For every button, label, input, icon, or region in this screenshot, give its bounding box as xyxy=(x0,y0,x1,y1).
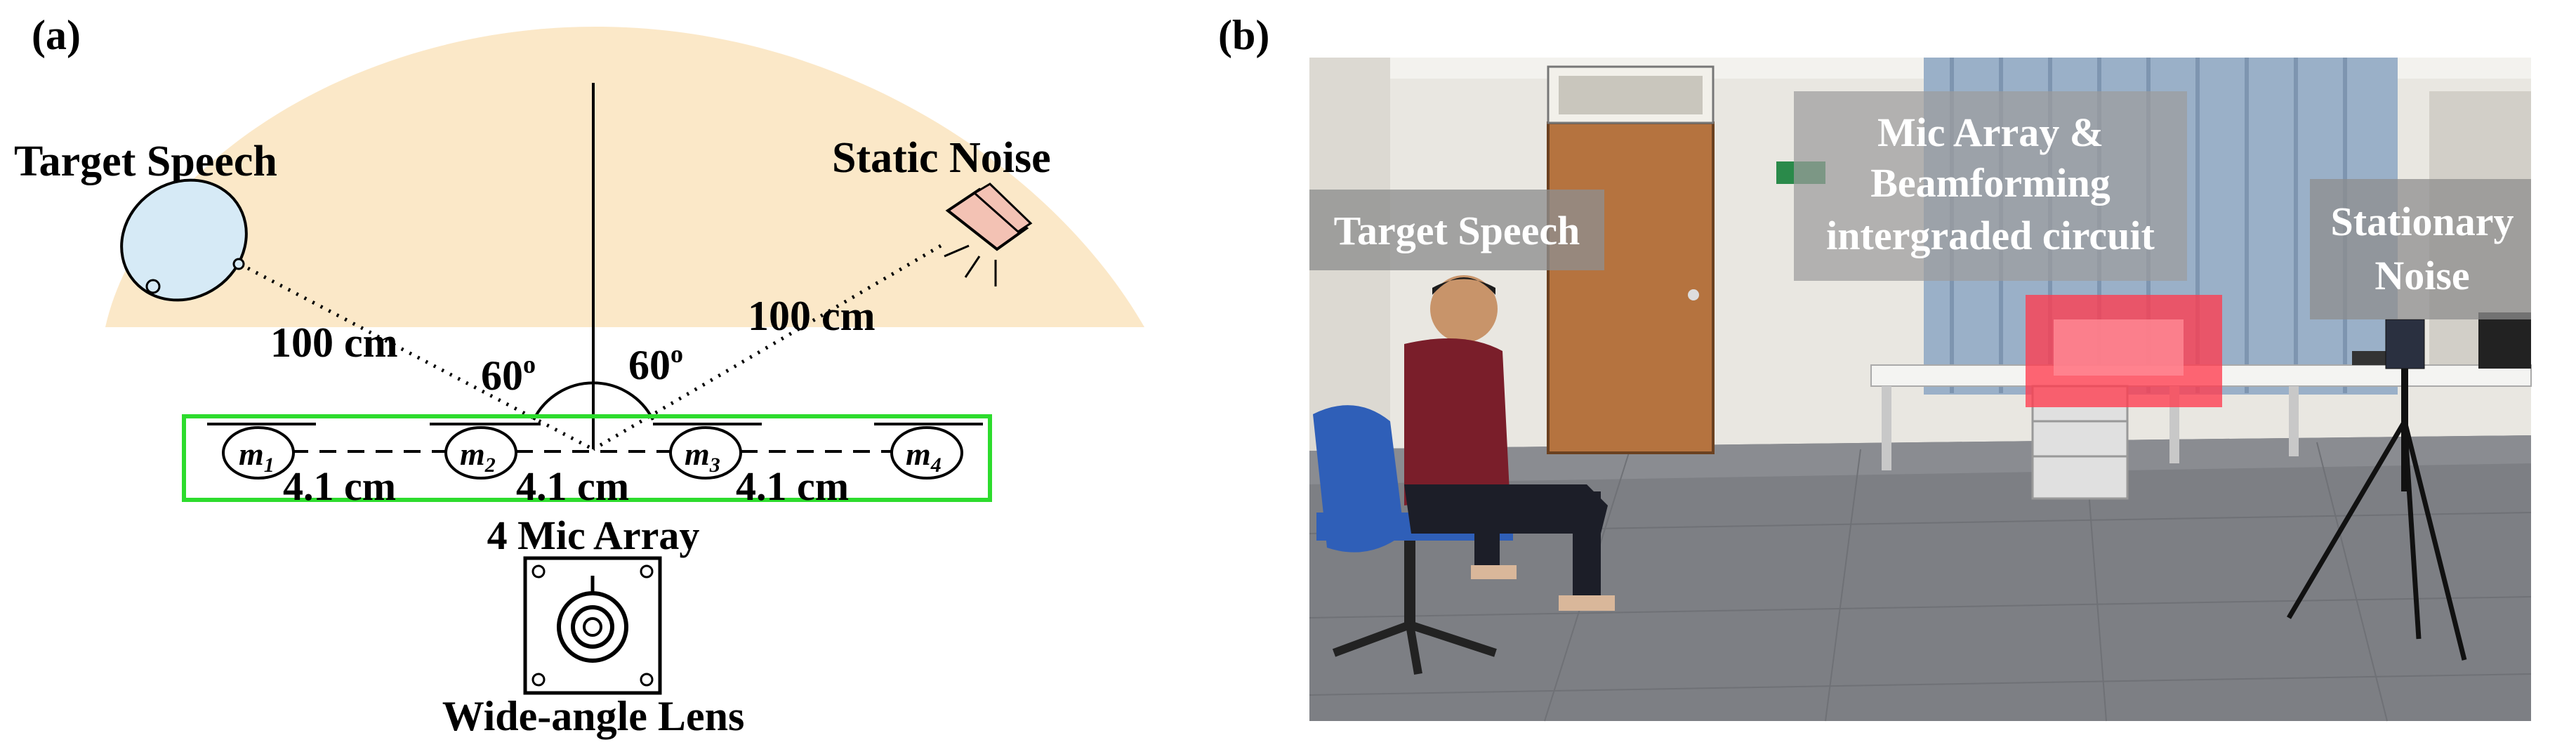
mic-2: m2 xyxy=(430,423,541,480)
mic-2-label: m2 xyxy=(460,436,496,477)
panel-a-label: (a) xyxy=(32,12,81,58)
mic-4-label: m4 xyxy=(906,436,942,477)
speaker-head-icon xyxy=(120,178,248,302)
spacing-1-label: 4.1 cm xyxy=(283,463,396,509)
noise-speaker-tripod xyxy=(2286,319,2467,661)
panel-a: (a) Target Speech Static Noise 100 cm 10… xyxy=(0,0,1194,747)
panel-b-label: (b) xyxy=(1218,12,1269,58)
svg-text:Beamforming: Beamforming xyxy=(1870,160,2111,206)
spacing-2-label: 4.1 cm xyxy=(516,463,629,509)
distance-left-label: 100 cm xyxy=(270,319,398,366)
static-noise-label: Static Noise xyxy=(832,134,1051,182)
person xyxy=(1404,275,1615,611)
panel-b: (b) xyxy=(1194,0,2576,747)
angle-arc xyxy=(532,381,654,421)
panel-a-diagram: (a) Target Speech Static Noise 100 cm 10… xyxy=(14,12,1144,739)
angle-left-label: 60o xyxy=(481,350,536,399)
target-speech-label: Target Speech xyxy=(14,138,277,185)
spacing-3-label: 4.1 cm xyxy=(736,463,849,509)
mic-4: m4 xyxy=(874,423,983,480)
mic-array-caption: Mic Array & Beamforming intergraded circ… xyxy=(1794,91,2187,281)
angle-right-label: 60o xyxy=(628,340,683,388)
mic-1-label: m1 xyxy=(239,436,275,477)
mic-array-label: 4 Mic Array xyxy=(487,513,700,558)
door xyxy=(1547,121,1715,454)
stationary-noise-caption: Stationary Noise xyxy=(2310,179,2531,319)
svg-text:Noise: Noise xyxy=(2374,253,2469,298)
angle-right-unit: o xyxy=(671,340,683,368)
angle-left-unit: o xyxy=(523,350,536,378)
noise-path-line xyxy=(592,244,942,451)
sound-field-sector xyxy=(105,27,1144,327)
mic-3-label: m3 xyxy=(685,436,720,477)
svg-text:Mic Array &: Mic Array & xyxy=(1877,110,2103,155)
mic-array-box xyxy=(182,414,992,502)
panel-b-photo: (b) xyxy=(1218,12,2532,722)
wide-angle-lens-label: Wide-angle Lens xyxy=(442,693,745,739)
distance-right-label: 100 cm xyxy=(748,293,876,339)
angle-left-value: 60 xyxy=(481,352,523,399)
svg-text:intergraded circuit: intergraded circuit xyxy=(1826,213,2155,258)
svg-text:Stationary: Stationary xyxy=(2331,199,2514,244)
mic-1: m1 xyxy=(207,423,316,480)
wide-angle-lens-icon xyxy=(523,556,662,695)
svg-text:Target Speech: Target Speech xyxy=(1334,208,1580,253)
angle-right-value: 60 xyxy=(628,342,671,388)
target-speech-caption: Target Speech xyxy=(1309,190,1604,270)
mic-3: m3 xyxy=(653,423,762,480)
loudspeaker-icon xyxy=(944,183,1033,286)
